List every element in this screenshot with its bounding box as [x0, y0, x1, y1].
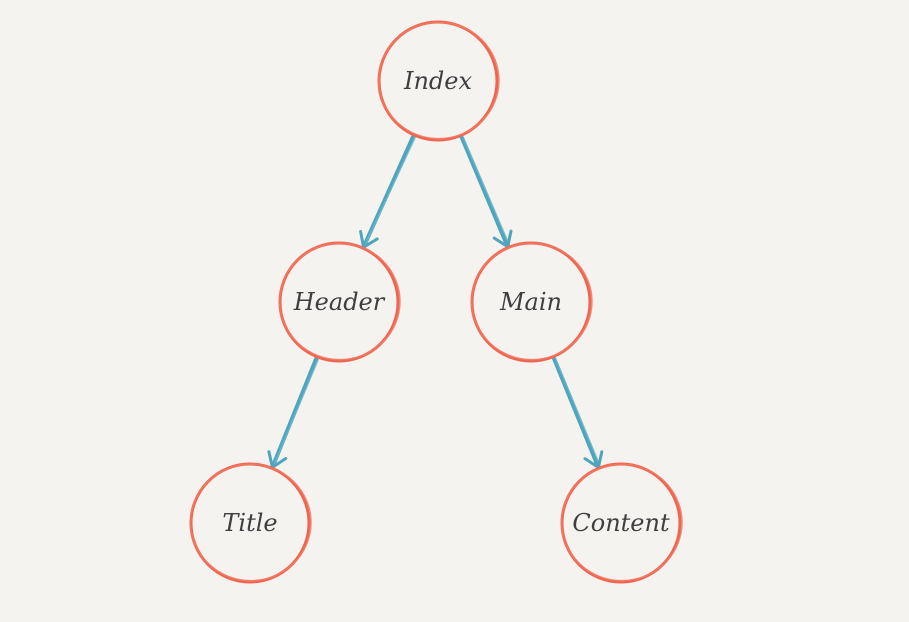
- edge-line: [361, 134, 416, 250]
- edge-line: [552, 356, 601, 470]
- edge-main-to-content: [552, 356, 604, 470]
- node-circle-texture: [377, 21, 500, 140]
- node-header: Header: [278, 241, 401, 363]
- node-index: Index: [377, 20, 500, 142]
- node-label-content: Content: [572, 509, 670, 537]
- edge-line: [459, 135, 510, 249]
- edge-index-to-main: [459, 135, 513, 250]
- node-circle-texture: [278, 242, 401, 361]
- node-label-title: Title: [222, 509, 277, 537]
- edge-stroke-texture: [364, 136, 416, 246]
- node-title: Title: [189, 462, 312, 584]
- node-circle-texture: [560, 463, 683, 582]
- edges-layer: [267, 134, 604, 470]
- edge-stroke-texture: [462, 137, 510, 246]
- node-circle-texture: [470, 242, 593, 361]
- node-main: Main: [470, 241, 593, 363]
- edge-header-to-title: [267, 356, 319, 470]
- edge-line: [270, 356, 319, 470]
- node-label-main: Main: [499, 288, 562, 316]
- node-circle-texture: [189, 463, 312, 582]
- node-label-header: Header: [293, 288, 386, 316]
- node-content: Content: [560, 462, 683, 584]
- edge-index-to-header: [359, 134, 416, 250]
- edge-stroke-texture: [555, 358, 601, 467]
- node-label-index: Index: [403, 67, 473, 95]
- edge-stroke-texture: [273, 358, 319, 467]
